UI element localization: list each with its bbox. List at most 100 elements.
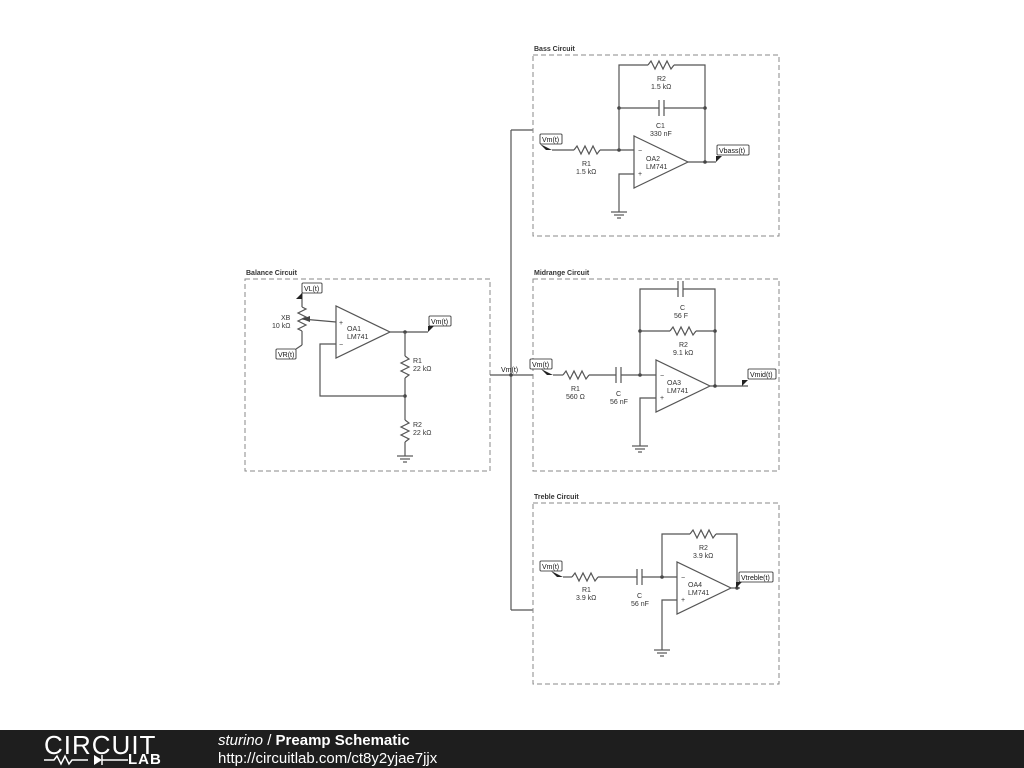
oa1-name: OA1 bbox=[347, 326, 361, 333]
oa1-model: LM741 bbox=[347, 334, 369, 341]
c1-bass-name: C1 bbox=[656, 123, 665, 130]
vl-input-flag: VL(t) bbox=[296, 282, 323, 299]
oa4-model: LM741 bbox=[688, 590, 710, 597]
capacitor-c1-bass bbox=[619, 100, 705, 116]
c-treble-name: C bbox=[637, 593, 642, 600]
capacitor-c-treble bbox=[598, 569, 677, 585]
c-mid-fb-value: 56 F bbox=[674, 313, 688, 320]
capacitor-c-mid-in bbox=[589, 367, 656, 383]
balance-section-title: Balance Circuit bbox=[246, 270, 298, 277]
c-mid-in-name: C bbox=[616, 391, 621, 398]
midrange-circuit: Midrange Circuit Vm(t) R1 560 Ω C 56 nF … bbox=[529, 270, 780, 472]
r1-mid-name: R1 bbox=[571, 386, 580, 393]
r2-mid-value: 9.1 kΩ bbox=[673, 350, 693, 357]
r2-balance-value: 22 kΩ bbox=[413, 430, 431, 437]
resistor-r1-treble bbox=[571, 571, 599, 583]
bass-output-flag: Vbass(t) bbox=[716, 144, 750, 162]
logo-circuit-text: CIRCUIT bbox=[44, 730, 157, 760]
midrange-section-title: Midrange Circuit bbox=[534, 270, 590, 277]
oa4-name: OA4 bbox=[688, 582, 702, 589]
bass-section-frame bbox=[532, 54, 780, 237]
schematic-diagram: Balance Circuit XB 10 kΩ VL(t) VR(t) + − bbox=[244, 46, 780, 685]
r1-bass-name: R1 bbox=[582, 161, 591, 168]
r2-treble-name: R2 bbox=[699, 545, 708, 552]
r1-treble-value: 3.9 kΩ bbox=[576, 595, 596, 602]
logo-waveform-icon bbox=[44, 754, 128, 766]
schematic-title-line: sturino / Preamp Schematic bbox=[218, 732, 410, 749]
resistor-r2-bass bbox=[647, 59, 675, 71]
author-link[interactable]: sturino bbox=[218, 732, 264, 749]
svg-text:+: + bbox=[339, 320, 343, 327]
svg-text:−: − bbox=[638, 148, 642, 155]
mid-output-label: Vmid(t) bbox=[750, 372, 773, 379]
treble-output-label: Vtreble(t) bbox=[741, 575, 770, 582]
footer-bar: CIRCUIT LAB sturino / Preamp Schematic h… bbox=[0, 730, 1024, 768]
balance-output-flag: Vm(t) bbox=[428, 315, 452, 332]
r2-mid-name: R2 bbox=[679, 342, 688, 349]
schematic-title[interactable]: Preamp Schematic bbox=[275, 732, 410, 749]
r2-balance-name: R2 bbox=[413, 422, 422, 429]
bass-circuit: Bass Circuit Vm(t) R1 1.5 kΩ R2 1.5 kΩ C… bbox=[532, 46, 780, 237]
bus-label: Vm(t) bbox=[501, 367, 518, 374]
potentiometer-xb bbox=[296, 293, 337, 345]
oa3-name: OA3 bbox=[667, 380, 681, 387]
r1-mid-value: 560 Ω bbox=[566, 394, 585, 401]
resistor-r2-balance bbox=[396, 419, 414, 463]
opamp-oa1: + − bbox=[335, 305, 392, 359]
svg-text:−: − bbox=[339, 342, 343, 349]
schematic-url-link[interactable]: http://circuitlab.com/ct8y2yjae7jjx bbox=[218, 750, 438, 767]
r2-treble-value: 3.9 kΩ bbox=[693, 553, 713, 560]
bass-section-title: Bass Circuit bbox=[534, 46, 576, 53]
balance-output-label: Vm(t) bbox=[431, 319, 448, 326]
vm-bus bbox=[490, 129, 533, 611]
midrange-section-frame bbox=[532, 278, 780, 472]
treble-section-frame bbox=[532, 502, 780, 685]
bass-input-label: Vm(t) bbox=[542, 137, 559, 144]
svg-text:+: + bbox=[660, 395, 664, 402]
oa2-name: OA2 bbox=[646, 156, 660, 163]
treble-input-label: Vm(t) bbox=[542, 564, 559, 571]
resistor-r1-balance bbox=[399, 332, 411, 420]
r1-bass-value: 1.5 kΩ bbox=[576, 169, 596, 176]
r1-balance-name: R1 bbox=[413, 358, 422, 365]
treble-section-title: Treble Circuit bbox=[534, 494, 579, 501]
balance-circuit: Balance Circuit XB 10 kΩ VL(t) VR(t) + − bbox=[244, 270, 491, 472]
treble-input-flag: Vm(t) bbox=[539, 560, 563, 577]
r2-bass-name: R2 bbox=[657, 76, 666, 83]
resistor-r1-bass bbox=[573, 144, 601, 156]
c-mid-in-value: 56 nF bbox=[610, 399, 628, 406]
resistor-r2-mid bbox=[669, 325, 697, 337]
svg-text:−: − bbox=[681, 575, 685, 582]
logo-lab-text: LAB bbox=[128, 751, 162, 768]
oa3-model: LM741 bbox=[667, 388, 689, 395]
svg-text:+: + bbox=[638, 171, 642, 178]
c-treble-value: 56 nF bbox=[631, 601, 649, 608]
resistor-r1-mid bbox=[562, 369, 590, 381]
opamp-oa3: − + bbox=[655, 359, 712, 413]
c1-bass-value: 330 nF bbox=[650, 131, 672, 138]
svg-text:−: − bbox=[660, 373, 664, 380]
resistor-r2-treble bbox=[689, 528, 717, 540]
vl-input-label: VL(t) bbox=[304, 286, 319, 293]
bass-input-flag: Vm(t) bbox=[539, 133, 563, 150]
mid-output-flag: Vmid(t) bbox=[742, 368, 777, 386]
balance-section-frame bbox=[244, 278, 491, 472]
svg-text:+: + bbox=[681, 597, 685, 604]
opamp-oa4: − + bbox=[676, 561, 733, 615]
vr-input-flag: VR(t) bbox=[275, 344, 303, 360]
treble-output-flag: Vtreble(t) bbox=[736, 571, 774, 588]
title-separator: / bbox=[263, 732, 276, 749]
r2-bass-value: 1.5 kΩ bbox=[651, 84, 671, 91]
mid-input-flag: Vm(t) bbox=[529, 358, 553, 375]
oa2-model: LM741 bbox=[646, 164, 668, 171]
bass-output-label: Vbass(t) bbox=[719, 148, 745, 155]
pot-name: XB bbox=[281, 315, 291, 322]
c-mid-fb-name: C bbox=[680, 305, 685, 312]
r1-balance-value: 22 kΩ bbox=[413, 366, 431, 373]
vr-input-label: VR(t) bbox=[278, 352, 294, 359]
opamp-oa2: − + bbox=[633, 135, 690, 189]
treble-circuit: Treble Circuit Vm(t) R1 3.9 kΩ C 56 nF R… bbox=[532, 494, 780, 685]
pot-value: 10 kΩ bbox=[272, 323, 290, 330]
mid-input-label: Vm(t) bbox=[532, 362, 549, 369]
r1-treble-name: R1 bbox=[582, 587, 591, 594]
